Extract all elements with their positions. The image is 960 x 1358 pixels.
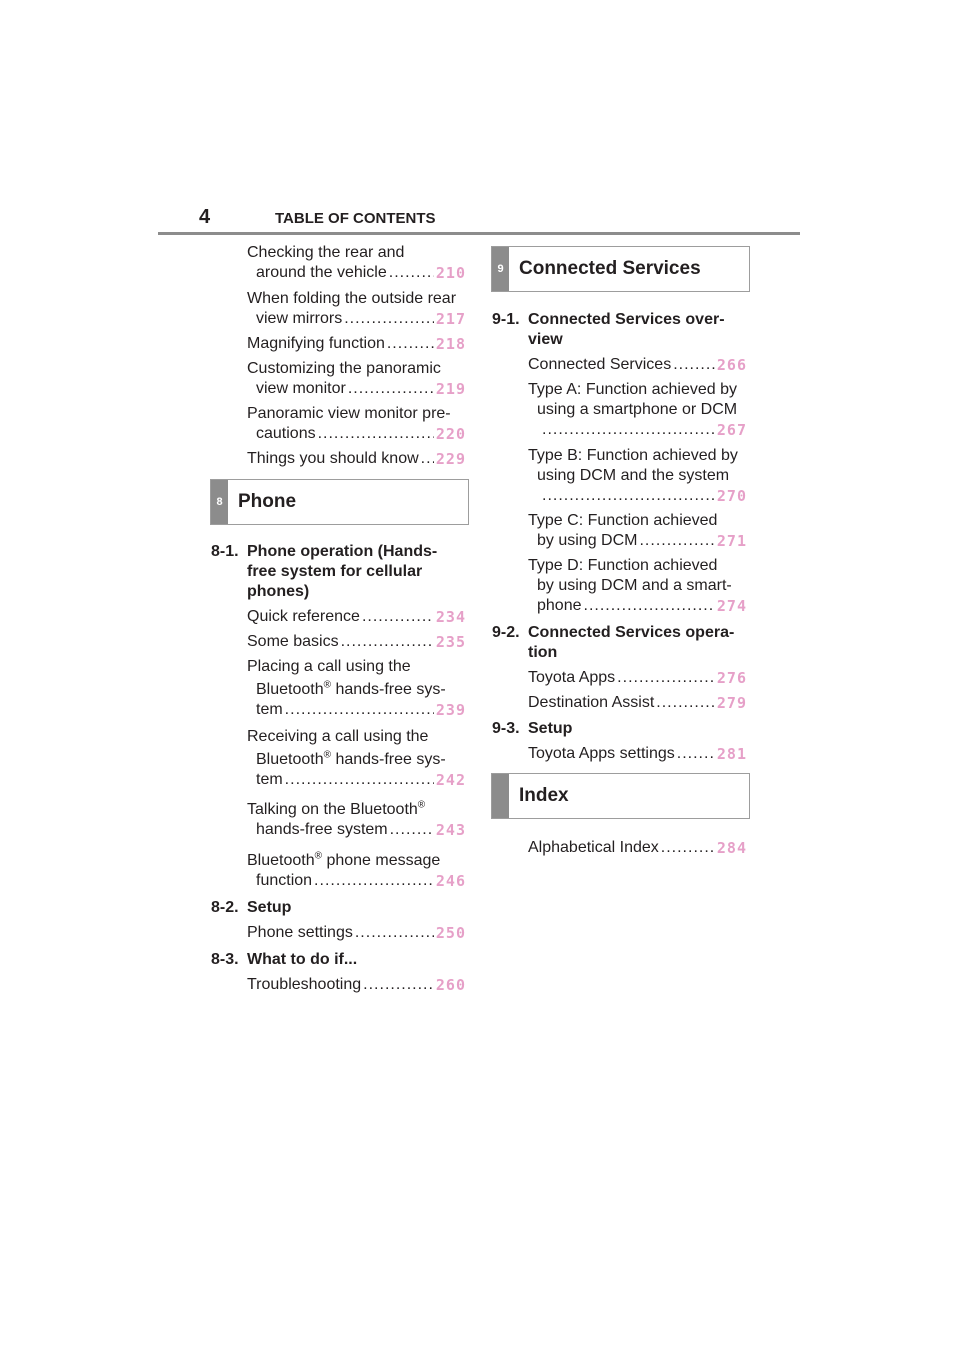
page-link[interactable]: 217	[435, 310, 466, 328]
page-link[interactable]: 267	[716, 421, 747, 439]
page-link[interactable]: 276	[716, 669, 747, 687]
page-link[interactable]: 243	[435, 821, 466, 839]
toc-entry[interactable]: Customizing the panoramic view monitor21…	[247, 359, 466, 399]
page-link[interactable]: 274	[716, 597, 747, 615]
page-link[interactable]: 281	[716, 745, 747, 763]
page-link[interactable]: 234	[435, 608, 466, 626]
chapter-box-phone[interactable]: 8 Phone	[210, 479, 469, 525]
page-link[interactable]: 219	[435, 380, 466, 398]
page-link[interactable]: 246	[435, 872, 466, 890]
page-link[interactable]: 242	[435, 771, 466, 789]
toc-entry[interactable]: Connected Services266	[528, 355, 747, 375]
page-link[interactable]: 260	[435, 976, 466, 994]
page-link[interactable]: 284	[716, 839, 747, 857]
toc-entry[interactable]: Type C: Function achieved by using DCM27…	[528, 511, 747, 551]
toc-entry[interactable]: Type B: Function achieved by using DCM a…	[528, 446, 747, 506]
chapter-tab-number: 8	[211, 480, 228, 524]
chapter-title: Index	[519, 785, 569, 806]
page-link[interactable]: 235	[435, 633, 466, 651]
toc-entry[interactable]: Alphabetical Index284	[528, 838, 747, 858]
chapter-box-index[interactable]: Index	[491, 773, 750, 819]
toc-entry[interactable]: Placing a call using the Bluetooth® hand…	[247, 657, 466, 720]
chapter-title: Connected Services	[519, 258, 701, 279]
toc-entry[interactable]: Quick reference234	[247, 607, 466, 627]
toc-entry[interactable]: Troubleshooting260	[247, 975, 466, 995]
page-link[interactable]: 266	[716, 356, 747, 374]
toc-entry[interactable]: Things you should know229	[247, 449, 466, 469]
page-link[interactable]: 220	[435, 425, 466, 443]
chapter-tab	[492, 774, 509, 818]
page-link[interactable]: 218	[435, 335, 466, 353]
toc-entry[interactable]: Checking the rear and around the vehicle…	[247, 243, 466, 283]
toc-entry[interactable]: Toyota Apps settings281	[528, 744, 747, 764]
page-link[interactable]: 210	[435, 264, 466, 282]
toc-entry[interactable]: Some basics235	[247, 632, 466, 652]
toc-entry[interactable]: Type D: Function achieved by using DCM a…	[528, 556, 747, 616]
page-link[interactable]: 271	[716, 532, 747, 550]
toc-entry[interactable]: Receiving a call using the Bluetooth® ha…	[247, 727, 466, 790]
toc-entry[interactable]: Toyota Apps276	[528, 668, 747, 688]
page-link[interactable]: 229	[435, 450, 466, 468]
header-rule	[158, 232, 800, 235]
page-link[interactable]: 239	[435, 701, 466, 719]
page-link[interactable]: 279	[716, 694, 747, 712]
toc-entry[interactable]: Magnifying function218	[247, 334, 466, 354]
page-number: 4	[199, 206, 211, 228]
chapter-box-connected-services[interactable]: 9 Connected Services	[491, 246, 750, 292]
page-link[interactable]: 270	[716, 487, 747, 505]
page-header-title: TABLE OF CONTENTS	[275, 210, 436, 227]
page-link[interactable]: 250	[435, 924, 466, 942]
toc-entry[interactable]: Panoramic view monitor pre- cautions220	[247, 404, 466, 444]
toc-entry[interactable]: Destination Assist279	[528, 693, 747, 713]
toc-entry[interactable]: Type A: Function achieved by using a sma…	[528, 380, 747, 440]
toc-entry[interactable]: Talking on the Bluetooth® hands-free sys…	[247, 800, 466, 840]
chapter-title: Phone	[238, 491, 297, 512]
toc-entry[interactable]: Bluetooth® phone message function246	[247, 851, 466, 891]
toc-entry[interactable]: When folding the outside rear view mirro…	[247, 289, 466, 329]
chapter-tab-number: 9	[492, 247, 509, 291]
toc-entry[interactable]: Phone settings250	[247, 923, 466, 943]
